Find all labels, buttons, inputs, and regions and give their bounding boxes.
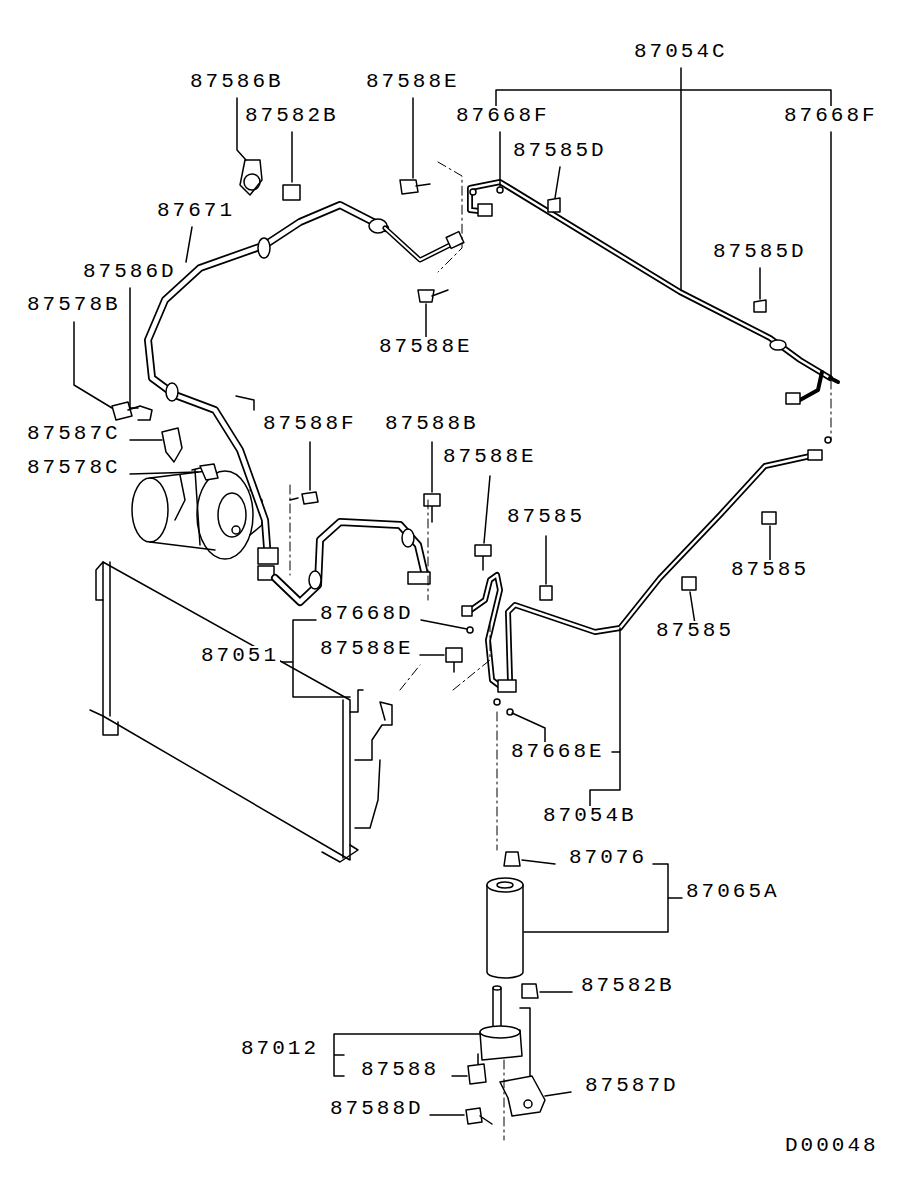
callout-number: 87588E — [442, 447, 538, 467]
callout-number: 87065A — [685, 882, 781, 902]
callout-number: 87054C — [633, 42, 729, 62]
callout-number: 87586B — [189, 72, 285, 92]
compressor — [132, 470, 262, 559]
callout-number: 87668D — [319, 604, 415, 624]
callout-number: 87668F — [783, 106, 879, 126]
figure-code: D00048 — [784, 1136, 880, 1156]
callout-number: 87578C — [26, 458, 122, 478]
callout-number: 87588 — [360, 1060, 440, 1080]
callout-number: 87076 — [568, 848, 648, 868]
callout-number: 87588D — [329, 1099, 425, 1119]
fasteners — [112, 160, 831, 715]
callout-number: 87588E — [365, 72, 461, 92]
callout-number: 87586D — [82, 262, 178, 282]
callout-number: 87671 — [156, 201, 236, 221]
callout-number: 87668F — [455, 106, 551, 126]
liquid-pipe — [462, 450, 822, 692]
callout-number: 87582B — [580, 976, 676, 996]
leader-lines — [74, 68, 831, 1115]
callout-number: 87585 — [655, 621, 735, 641]
callout-number: 87054B — [542, 806, 638, 826]
callout-number: 87588B — [384, 414, 480, 434]
callout-number: 87588E — [319, 639, 415, 659]
callout-number: 87588E — [378, 337, 474, 357]
callout-number: 87012 — [240, 1039, 320, 1059]
mounting-bracket — [466, 986, 545, 1124]
discharge-hose — [275, 522, 430, 602]
callout-number: 87587D — [584, 1076, 680, 1096]
suction-pipe — [470, 182, 838, 404]
callout-number: 87051 — [200, 646, 280, 666]
callout-number: 87588F — [262, 414, 358, 434]
callout-number: 87585D — [512, 141, 608, 161]
callout-number: 87585D — [712, 242, 808, 262]
callout-number: 87585 — [506, 507, 586, 527]
callout-number: 87587C — [26, 424, 122, 444]
alignment-lines — [290, 162, 831, 1140]
callout-number: 87578B — [26, 295, 122, 315]
hose-assembly — [148, 205, 464, 580]
callout-number: 87668E — [510, 742, 606, 762]
receiver-drier — [487, 852, 538, 998]
callout-number: 87582B — [244, 106, 340, 126]
callout-number: 87585 — [730, 560, 810, 580]
